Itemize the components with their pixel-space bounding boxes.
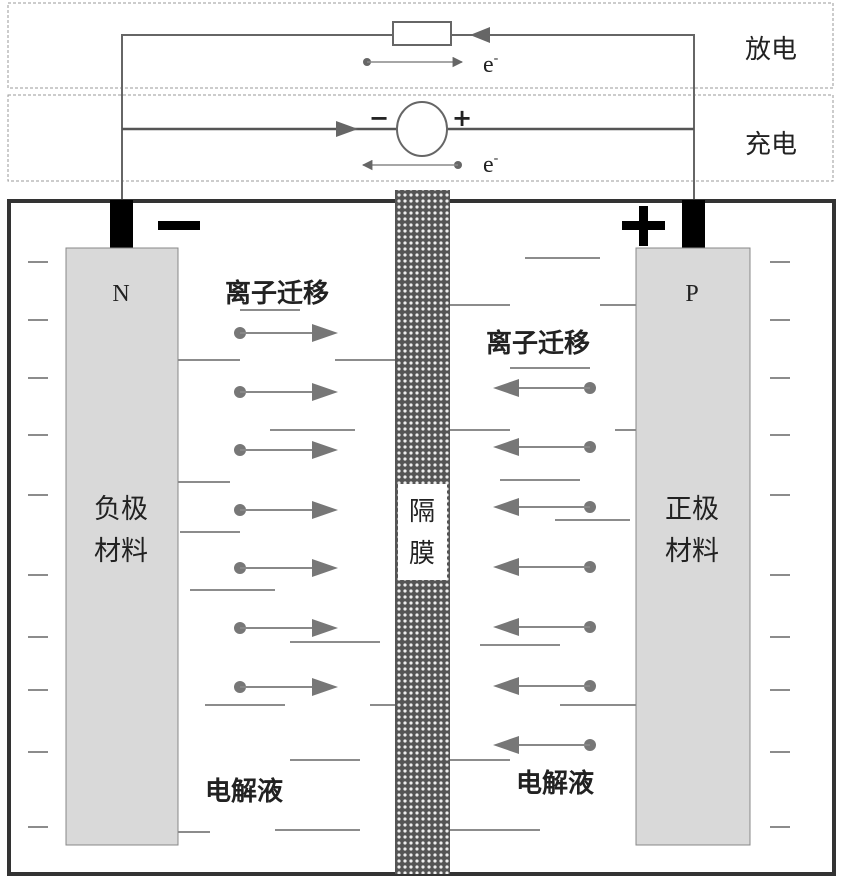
- current-arrow-icon: [470, 27, 490, 43]
- charge-panel: [7, 94, 834, 182]
- current-arrow-icon: [336, 121, 358, 137]
- separator-label: 膜: [409, 539, 435, 569]
- ion-arrow-right: [234, 383, 338, 401]
- plus-sign: [622, 206, 665, 246]
- ion-arrow-right: [234, 501, 338, 519]
- electrolyte-label: 电解液: [205, 777, 283, 807]
- ion-arrow-right: [234, 678, 338, 696]
- ion-arrow-left: [493, 618, 596, 636]
- svg-text:P: P: [685, 281, 698, 307]
- charge-circuit: − + e-: [122, 101, 694, 178]
- svg-text:+: +: [452, 104, 472, 132]
- svg-text:材料: 材料: [94, 536, 148, 567]
- ion-migration-label: 离子迁移: [225, 278, 329, 309]
- separator-label: 隔: [409, 497, 435, 527]
- ion-arrow-left: [493, 498, 596, 516]
- discharge-label: 放电: [745, 35, 797, 65]
- ion-arrow-right: [234, 441, 338, 459]
- svg-text:负极: 负极: [94, 494, 148, 525]
- ion-arrow-left: [493, 677, 596, 695]
- ion-arrow-right: [234, 324, 338, 342]
- svg-text:材料: 材料: [665, 536, 719, 567]
- discharge-circuit: e-: [121, 21, 695, 200]
- electrolyte-lines: [28, 257, 790, 833]
- ion-arrow-left: [493, 558, 596, 576]
- positive-electrode: [635, 247, 751, 846]
- ion-arrow-left: [493, 379, 596, 397]
- ion-arrows-left: [234, 324, 338, 696]
- svg-text:正极: 正极: [665, 494, 719, 525]
- negative-electrode: [65, 247, 179, 846]
- svg-text:N: N: [112, 281, 129, 307]
- svg-text:e-: e-: [483, 51, 499, 78]
- ion-arrow-right: [234, 619, 338, 637]
- ion-arrow-right: [234, 559, 338, 577]
- minus-sign: [158, 221, 200, 230]
- power-source: [396, 101, 448, 157]
- positive-terminal: [682, 200, 705, 248]
- discharge-panel: [7, 2, 834, 89]
- ion-arrow-left: [493, 438, 596, 456]
- charge-label: 充电: [745, 130, 797, 160]
- svg-text:−: −: [369, 104, 389, 132]
- ion-arrow-left: [493, 736, 596, 754]
- svg-text:e-: e-: [483, 151, 499, 178]
- electrolyte-label: 电解液: [516, 769, 594, 799]
- ion-migration-label: 离子迁移: [486, 328, 590, 359]
- resistor: [392, 21, 452, 46]
- ion-arrows-right: [493, 379, 596, 754]
- negative-terminal: [110, 200, 133, 248]
